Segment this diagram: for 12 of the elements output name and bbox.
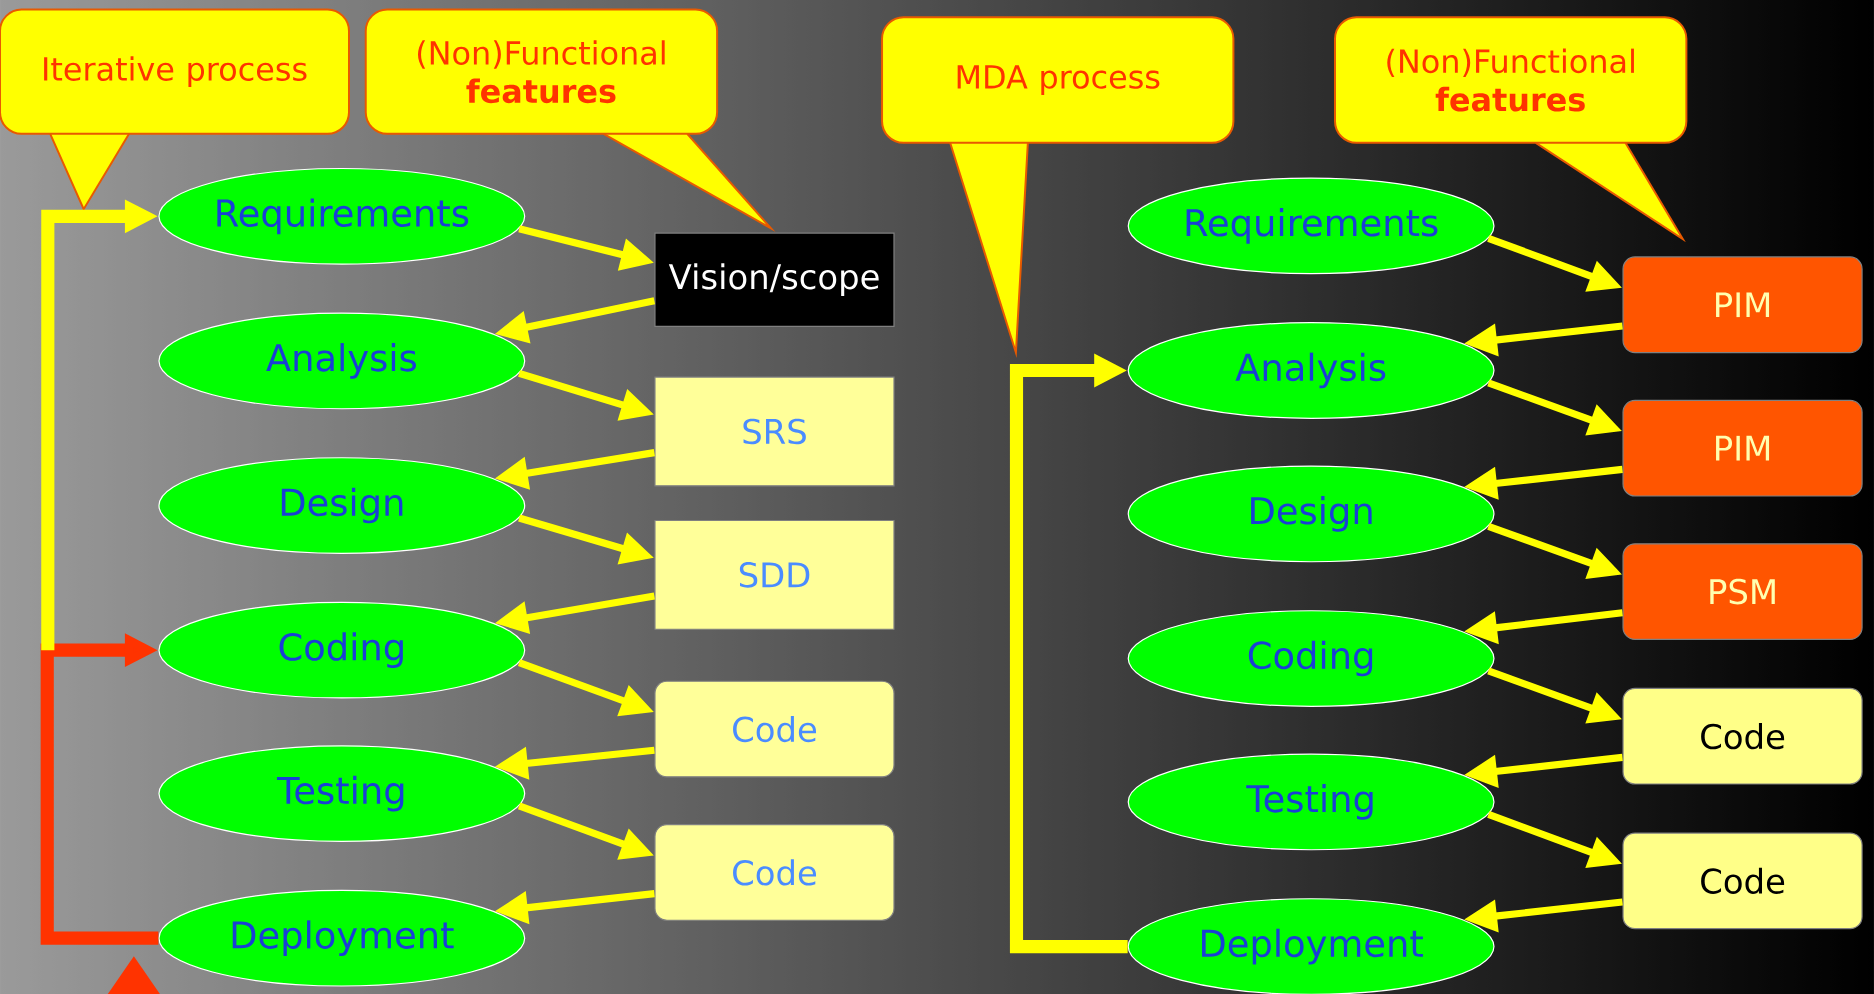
document-box: SDD [654,519,895,630]
artifact-box: Code [1622,687,1863,785]
artifact-box: Code [1622,832,1863,930]
arrow [1009,353,1128,953]
artifact-box: Code [654,823,895,921]
model-box: PIM [1622,256,1863,353]
model-box: PIM [1622,399,1863,497]
document-box: Vision/scope [654,232,895,327]
model-box: PSM [1622,543,1863,640]
document-box: SRS [654,376,895,487]
arrow [40,633,159,945]
artifact-box: Code [654,680,895,778]
